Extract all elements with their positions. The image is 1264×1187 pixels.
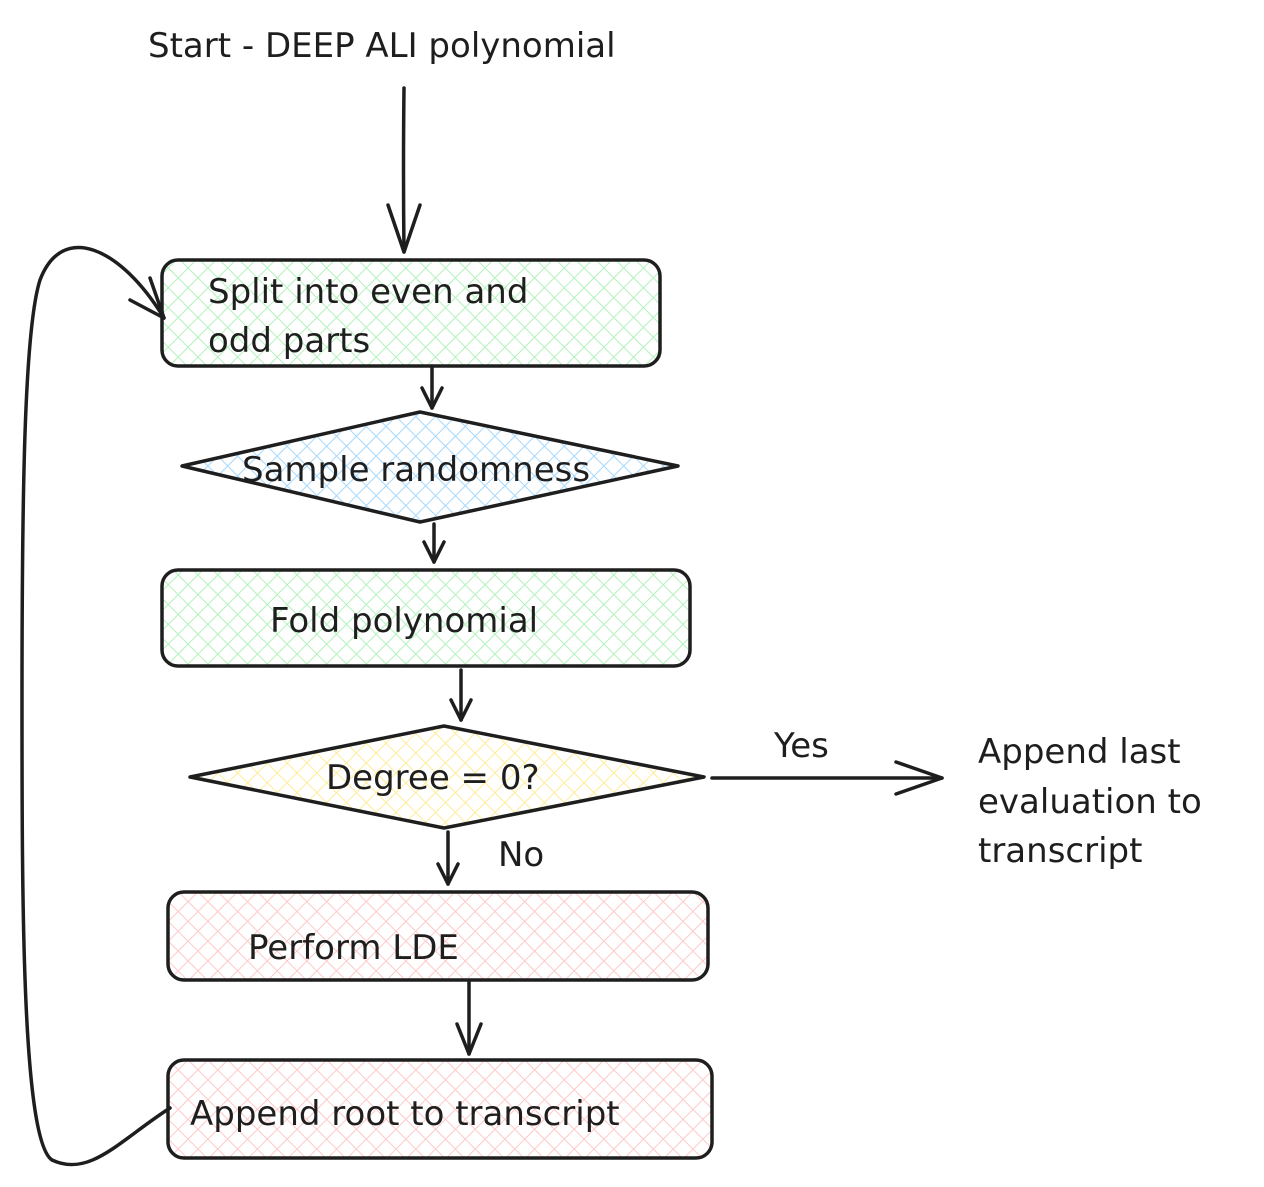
arrow-lde-to-append [455,980,483,1056]
append-root-label: Append root to transcript [190,1094,620,1134]
fold-node-label: Fold polynomial [270,601,538,641]
fold-node: Fold polynomial [160,568,692,668]
end-note: Append last evaluation to transcript [978,732,1202,871]
end-line3: transcript [978,831,1142,871]
arrow-fold-to-degree [449,668,473,722]
split-node-line1: Split into even and [208,272,528,312]
sample-node: Sample randomness [180,410,680,524]
start-label: Start - DEEP ALI polynomial [148,26,616,66]
split-node-line2: odd parts [208,321,370,361]
no-edge: No [436,830,544,886]
arrow-sample-to-fold [422,522,446,564]
end-line1: Append last [978,732,1181,772]
end-line2: evaluation to [978,782,1202,822]
start-arrow [386,86,422,254]
lde-node-label: Perform LDE [248,928,459,968]
arrow-split-to-sample [420,364,444,410]
loop-back-arrow [20,245,172,1167]
append-root-node: Append root to transcript [166,1058,714,1160]
yes-edge: Yes [710,726,944,796]
degree-node: Degree = 0? [188,724,706,830]
sample-node-label: Sample randomness [242,450,590,490]
no-label: No [498,835,544,875]
lde-node: Perform LDE [166,890,710,982]
yes-label: Yes [773,726,829,766]
split-node: Split into even and odd parts [160,258,662,368]
degree-node-label: Degree = 0? [326,758,540,798]
